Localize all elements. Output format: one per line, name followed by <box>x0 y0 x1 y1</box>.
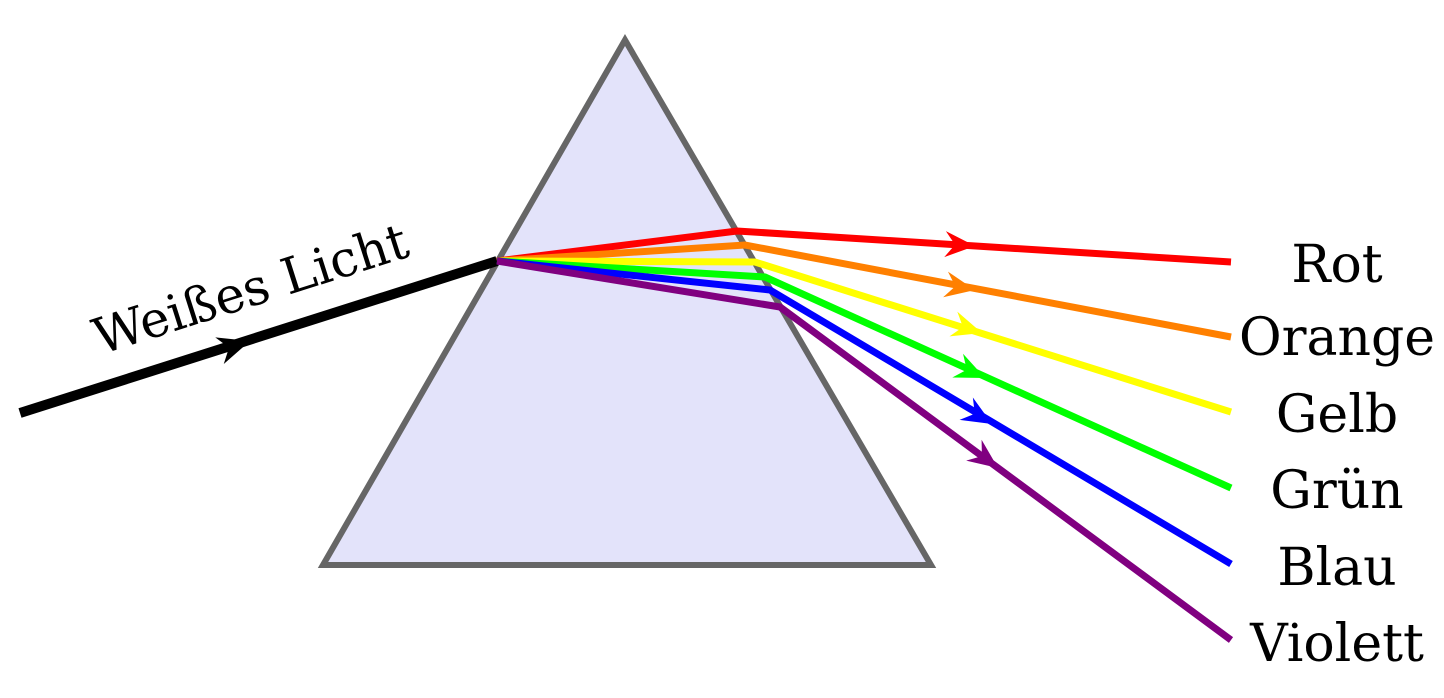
ray-rot-arrow-icon <box>944 231 975 258</box>
ray-label-blau: Blau <box>1277 538 1396 598</box>
ray-rot <box>496 227 1232 266</box>
ray-gruen-arrow-icon <box>952 353 985 378</box>
ray-label-gruen: Grün <box>1270 461 1403 521</box>
ray-orange <box>496 241 1232 341</box>
ray-label-gelb: Gelb <box>1276 385 1398 445</box>
ray-blau <box>496 257 1233 568</box>
spectrum-rays <box>496 227 1234 643</box>
ray-orange-arrow-icon <box>943 271 975 298</box>
ray-gelb-arrow-icon <box>949 311 982 337</box>
prism <box>317 34 937 568</box>
ray-violett <box>496 257 1234 643</box>
ray-gelb <box>496 257 1233 416</box>
incoming-arrow-icon <box>215 337 250 365</box>
ray-gruen <box>496 257 1233 492</box>
ray-label-violett: Violett <box>1249 614 1424 674</box>
ray-blau-arrow-icon <box>959 397 992 424</box>
incoming-beam <box>18 256 499 418</box>
ray-label-orange: Orange <box>1239 308 1435 368</box>
ray-label-rot: Rot <box>1291 235 1382 295</box>
ray-violett-arrow-icon <box>966 439 998 468</box>
